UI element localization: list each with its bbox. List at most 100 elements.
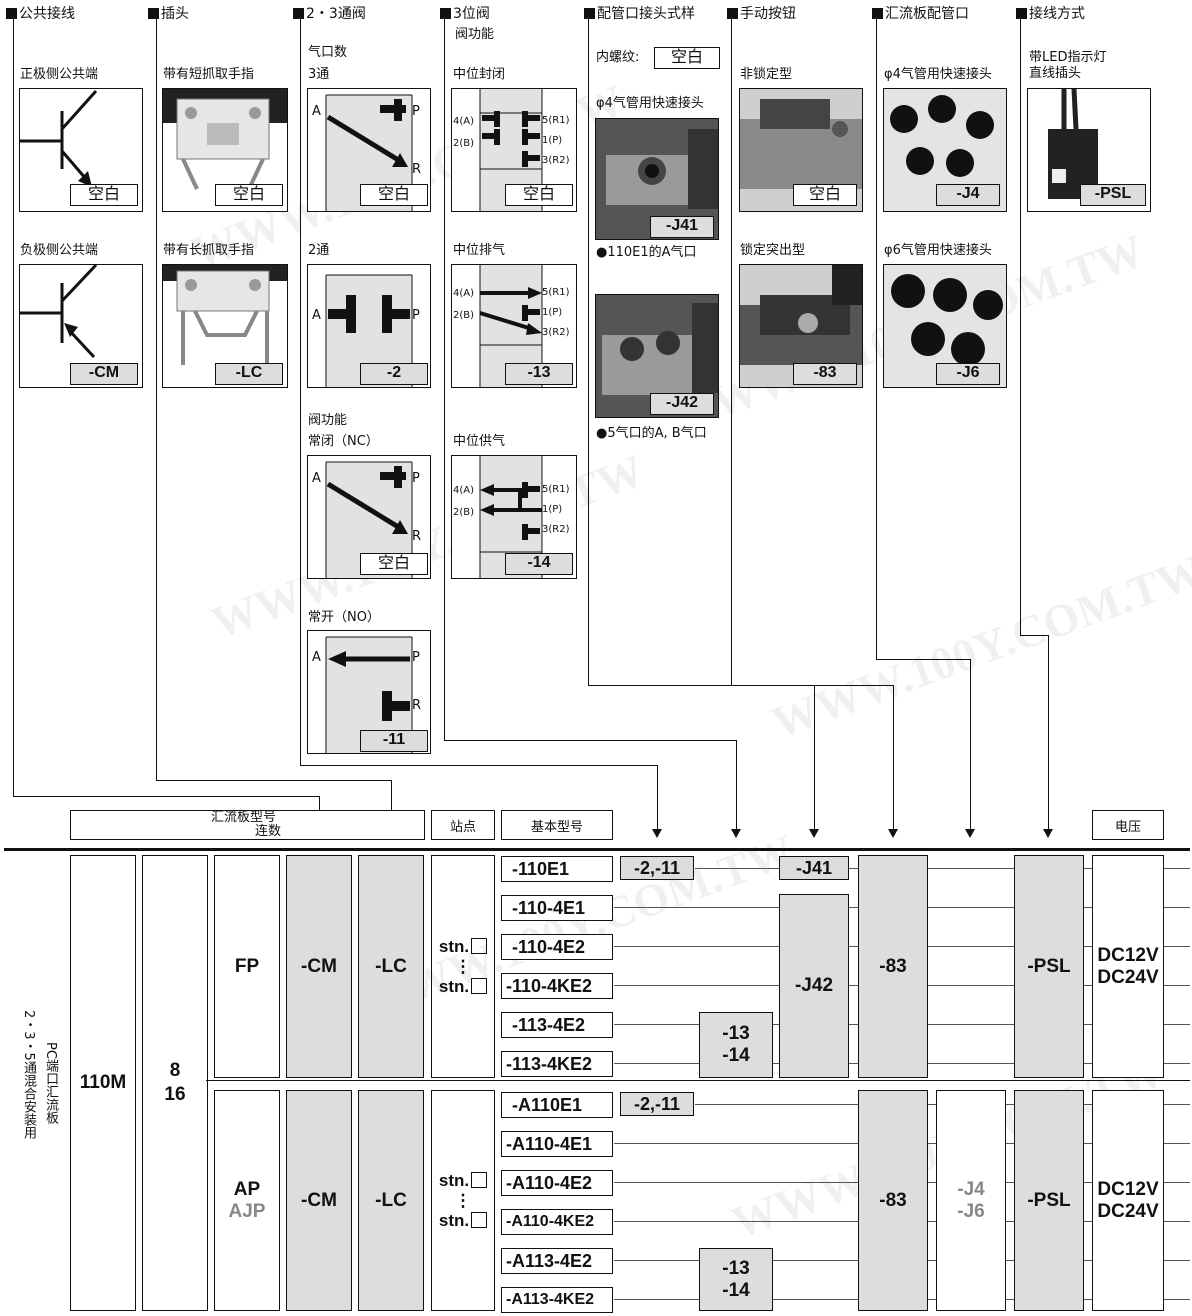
section-common-title: 公共接线: [6, 6, 75, 22]
connector-line: [588, 16, 589, 686]
connector-line: [13, 16, 14, 797]
lc-cell-bottom: -LC: [358, 1090, 424, 1311]
manual-code2: -83: [793, 363, 857, 385]
section-manifold-title: 汇流板配管口: [872, 6, 969, 22]
piping-item1: φ4气管用快速接头: [596, 96, 704, 111]
valve3-item3: 中位供气: [453, 434, 505, 449]
connector-line: [444, 16, 445, 741]
connector-line: [13, 796, 319, 797]
valve3-sub1: 阀功能: [455, 27, 494, 42]
wiring-code1: -PSL: [1080, 184, 1146, 206]
port-p-label: P: [412, 471, 420, 486]
port-p-label: P: [412, 650, 420, 665]
valve3-code1: 空白: [505, 184, 573, 206]
piping-code1: -J41: [650, 216, 714, 238]
connector-line: [876, 659, 970, 660]
valve23-sub2: 阀功能: [308, 413, 347, 428]
model-row: -A113-4E2: [501, 1248, 613, 1274]
opt-83-top: -83: [858, 855, 928, 1078]
plug-item1-label: 带有短抓取手指: [163, 67, 254, 82]
manual-item1: 非锁定型: [740, 67, 792, 82]
valve3-left-ports: 4(A)2(B): [453, 283, 474, 327]
connector-line: [444, 740, 736, 741]
section-manual-title: 手动按钮: [727, 6, 796, 22]
plug-code2: -LC: [215, 363, 283, 385]
connector-line: [1020, 16, 1021, 636]
model-row: -113-4E2: [501, 1012, 613, 1038]
valve23-item4: 常开（NO）: [308, 610, 380, 625]
header-manifold: 汇流板型号 连数: [70, 810, 425, 840]
ap-cell: APAJP: [214, 1090, 280, 1311]
plug-item2-label: 带有长抓取手指: [163, 243, 254, 258]
port-a-label: A: [312, 308, 321, 323]
piping-code2: -J42: [650, 393, 714, 415]
port-p-label: P: [412, 104, 420, 119]
cm-cell-top: -CM: [286, 855, 352, 1078]
port-a-label: A: [312, 471, 321, 486]
arrow-down-icon: [888, 829, 898, 838]
lc-cell-top: -LC: [358, 855, 424, 1078]
common-item2-label: 负极侧公共端: [20, 243, 98, 258]
opt-psl-top: -PSL: [1014, 855, 1084, 1078]
arrow-down-icon: [731, 829, 741, 838]
manifold-item2: φ6气管用快速接头: [884, 243, 992, 258]
connector-line: [657, 765, 658, 829]
side-label-1: 2・3・5通混合安装用: [20, 1010, 36, 1143]
port-a-label: A: [312, 650, 321, 665]
group-separator: [206, 1080, 1190, 1081]
connector-line: [1048, 635, 1049, 829]
piping-note1: ●110E1的A气口: [596, 245, 697, 260]
series-cell: 110M: [70, 855, 136, 1311]
manual-item2: 锁定突出型: [740, 243, 805, 258]
connector-line: [970, 659, 971, 829]
cm-cell-bottom: -CM: [286, 1090, 352, 1311]
header-voltage: 电压: [1092, 810, 1164, 840]
valve3-item1: 中位封闭: [453, 67, 505, 82]
port-a-label: A: [312, 104, 321, 119]
piping-thread-code: 空白: [654, 47, 720, 69]
model-row: -A110E1: [501, 1092, 613, 1118]
opt-2-11-top: -2,-11: [620, 856, 694, 880]
model-row: -A110-4KE2: [501, 1209, 613, 1235]
piping-note2: ●5气口的A, B气口: [596, 426, 707, 441]
connector-line: [156, 16, 157, 781]
connector-line: [814, 685, 815, 829]
station-cell-top: stn. ⋮ stn.: [431, 855, 495, 1078]
port-p-label: P: [412, 308, 420, 323]
valve3-right-ports: 5(R1)1(P)3(R2): [542, 480, 569, 540]
manifold-code2: -J6: [936, 363, 1000, 385]
model-row: -A110-4E2: [501, 1170, 613, 1196]
connector-line: [156, 780, 391, 781]
arrow-down-icon: [809, 829, 819, 838]
count-cell: 8 16: [142, 855, 208, 1311]
opt-j42: -J42: [779, 894, 849, 1078]
fp-cell: FP: [214, 855, 280, 1078]
header-station: 站点: [431, 810, 495, 840]
common-code1: 空白: [70, 184, 138, 206]
piping-thread-label: 内螺纹:: [596, 50, 639, 65]
valve23-item2: 2通: [308, 243, 329, 258]
arrow-down-icon: [1043, 829, 1053, 838]
valve23-code4: -11: [360, 730, 428, 752]
model-row: -110E1: [501, 856, 613, 882]
manual-code1: 空白: [793, 184, 857, 206]
valve3-code2: -13: [505, 363, 573, 385]
header-base-model: 基本型号: [501, 810, 613, 840]
valve3-left-ports: 4(A)2(B): [453, 480, 474, 524]
manifold-code1: -J4: [936, 184, 1000, 206]
valve3-item2: 中位排气: [453, 243, 505, 258]
arrow-down-icon: [965, 829, 975, 838]
common-code2: -CM: [70, 363, 138, 385]
table-top-rule: [4, 848, 1190, 851]
model-row: -110-4E2: [501, 934, 613, 960]
arrow-down-icon: [652, 829, 662, 838]
model-row: -A113-4KE2: [501, 1287, 613, 1313]
opt-2-11-bottom: -2,-11: [620, 1092, 694, 1116]
connector-line: [876, 16, 877, 660]
connector-line: [300, 765, 657, 766]
opt-83-bottom: -83: [858, 1090, 928, 1311]
station-cell-bottom: stn. ⋮ stn.: [431, 1090, 495, 1311]
side-label-2: PC端口汇流板: [42, 1042, 58, 1128]
section-wiring-title: 接线方式: [1016, 6, 1085, 22]
model-row: -110-4KE2: [501, 973, 613, 999]
